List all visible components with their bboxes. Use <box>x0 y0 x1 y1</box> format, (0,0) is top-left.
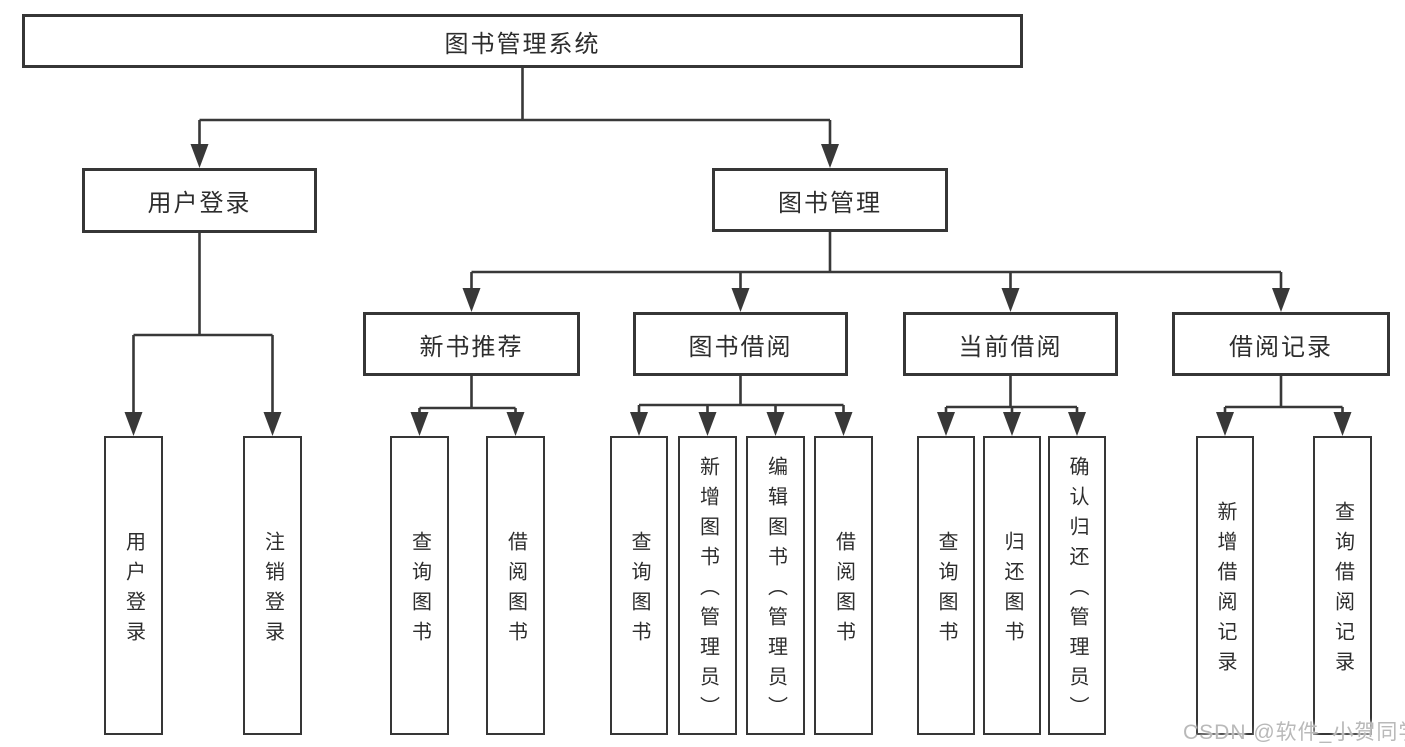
arrowhead-icon <box>1272 288 1290 312</box>
leaf-borrow-books: 借阅图书 <box>814 436 873 735</box>
connector-root-to-level2 <box>198 68 832 150</box>
node-label: 用户登录 <box>122 530 145 651</box>
leaf-return-books: 归还图书 <box>983 436 1041 735</box>
node-label: 新增借阅记录 <box>1214 500 1236 681</box>
connector-user-login-to-leaves <box>132 233 274 418</box>
node-new-book-recommend: 新书推荐 <box>363 312 580 376</box>
node-user-login: 用户登录 <box>82 168 317 233</box>
node-library-management-system: 图书管理系统 <box>22 14 1023 68</box>
node-borrow-records: 借阅记录 <box>1172 312 1390 376</box>
arrowhead-icon <box>1216 412 1234 436</box>
node-label: 借阅图书 <box>832 530 855 651</box>
node-label: 查询图书 <box>628 530 650 651</box>
node-book-borrow: 图书借阅 <box>633 312 848 376</box>
node-label: 借阅图书 <box>504 530 527 651</box>
arrowhead-icon <box>410 412 429 436</box>
connector-current-borrow-to-leaves <box>944 376 1079 418</box>
connector-book-management-to-level3 <box>470 232 1283 294</box>
node-label: 确认归还（管理员） <box>1066 455 1088 726</box>
arrowheads <box>124 144 1352 436</box>
arrowhead-icon <box>1001 288 1020 312</box>
arrowhead-icon <box>506 412 525 436</box>
leaf-user-login: 用户登录 <box>104 436 163 735</box>
arrowhead-icon <box>821 144 839 168</box>
connector-new-book-recommend-to-leaves <box>418 376 517 418</box>
arrowhead-icon <box>1003 412 1021 436</box>
node-label: 新增图书（管理员） <box>696 455 719 726</box>
arrowhead-icon <box>462 288 481 312</box>
arrowhead-icon <box>1333 412 1352 436</box>
leaf-borrow-books-recommend: 借阅图书 <box>486 436 545 735</box>
arrowhead-icon <box>124 412 143 436</box>
arrowhead-icon <box>190 144 209 168</box>
node-book-management: 图书管理 <box>712 168 948 232</box>
node-label: 查询借阅记录 <box>1331 500 1354 681</box>
node-label: 借阅记录 <box>1229 333 1333 361</box>
node-label: 用户登录 <box>147 190 252 217</box>
arrowhead-icon <box>698 412 717 436</box>
connector-book-borrow-to-leaves <box>637 376 845 418</box>
arrowhead-icon <box>731 288 750 312</box>
connector-borrow-records-to-leaves <box>1223 376 1344 418</box>
leaf-add-borrow-record: 新增借阅记录 <box>1196 436 1254 735</box>
node-label: 新书推荐 <box>419 333 524 361</box>
node-label: 查询图书 <box>408 530 431 651</box>
arrowhead-icon <box>630 412 648 436</box>
leaf-edit-book-admin: 编辑图书（管理员） <box>746 436 805 735</box>
node-current-borrow: 当前借阅 <box>903 312 1118 376</box>
arrowhead-icon <box>937 412 955 436</box>
node-label: 编辑图书（管理员） <box>764 455 787 726</box>
node-label: 查询图书 <box>935 530 957 651</box>
node-label: 图书借阅 <box>688 333 793 361</box>
node-label: 当前借阅 <box>958 333 1063 361</box>
leaf-query-borrow-record: 查询借阅记录 <box>1313 436 1372 735</box>
node-label: 图书管理系统 <box>444 30 601 58</box>
node-label: 注销登录 <box>261 530 284 651</box>
leaf-logout: 注销登录 <box>243 436 302 735</box>
leaf-confirm-return-admin: 确认归还（管理员） <box>1048 436 1106 735</box>
leaf-query-books-borrow: 查询图书 <box>610 436 668 735</box>
node-label: 归还图书 <box>1001 530 1023 651</box>
arrowhead-icon <box>834 412 853 436</box>
node-label: 图书管理 <box>778 189 882 217</box>
leaf-add-book-admin: 新增图书（管理员） <box>678 436 737 735</box>
leaf-query-books-current: 查询图书 <box>917 436 975 735</box>
arrowhead-icon <box>766 412 785 436</box>
arrowhead-icon <box>263 412 282 436</box>
leaf-query-books-recommend: 查询图书 <box>390 436 449 735</box>
arrowhead-icon <box>1068 412 1086 436</box>
csdn-watermark: CSDN @软件_小贺同学 <box>1183 721 1405 744</box>
